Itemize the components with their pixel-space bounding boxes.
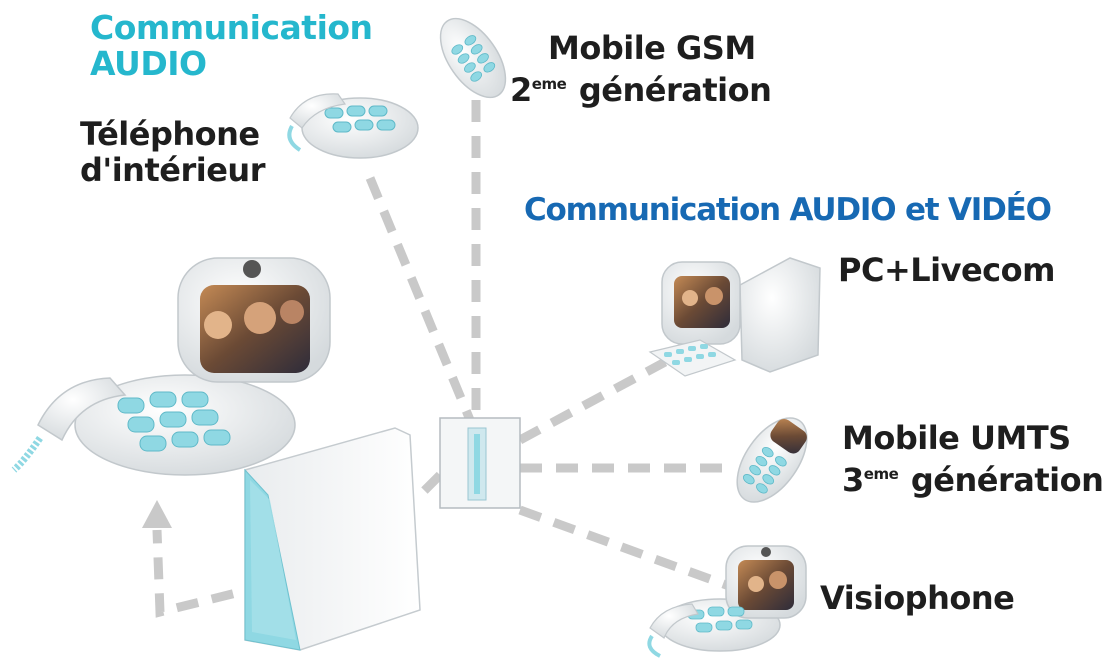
umts-label: Mobile UMTS 3eme génération <box>842 419 1104 499</box>
gsm-label: Mobile GSM 2eme génération <box>510 29 772 109</box>
pc-device <box>648 257 821 377</box>
gsm-generation-word: génération <box>578 71 772 109</box>
visiophone-label: Visiophone <box>820 579 1015 617</box>
up-arrow-icon <box>142 500 172 528</box>
audio-heading-line2: AUDIO <box>90 44 207 83</box>
umts-label-line2: 3eme génération <box>842 456 1104 499</box>
umts-generation-suffix: eme <box>863 465 899 483</box>
umts-generation-word: génération <box>910 461 1104 499</box>
gsm-label-line2: 2eme génération <box>510 66 772 109</box>
indoor-phone-label-line2: d'intérieur <box>80 151 265 189</box>
audio-heading: Communication AUDIO <box>90 10 373 82</box>
wall-socket <box>439 417 521 509</box>
router-box <box>244 427 421 651</box>
large-visiophone-device <box>11 257 331 476</box>
gsm-generation-number: 2 <box>510 71 532 109</box>
indoor-phone-device <box>287 93 419 159</box>
gsm-generation-suffix: eme <box>531 75 567 93</box>
gsm-label-line1: Mobile GSM <box>548 29 756 67</box>
link-pc <box>517 358 668 444</box>
small-visiophone-device <box>647 545 807 658</box>
indoor-phone-label-line1: Téléphone <box>80 115 260 153</box>
indoor-phone-label: Téléphone d'intérieur <box>80 116 265 188</box>
video-heading: Communication AUDIO et VIDÉO <box>524 192 1052 228</box>
umts-generation-number: 3 <box>842 461 864 499</box>
link-router <box>416 471 444 499</box>
audio-heading-line1: Communication <box>90 8 373 47</box>
gsm-mobile-device <box>439 17 507 99</box>
pc-label: PC+Livecom <box>838 251 1055 289</box>
link-visiophone <box>518 505 742 595</box>
link-router-to-phone <box>152 529 270 618</box>
connection-lines <box>152 100 742 618</box>
link-indoor-phone <box>365 176 475 422</box>
umts-mobile-device <box>736 417 808 503</box>
umts-label-line1: Mobile UMTS <box>842 419 1071 457</box>
